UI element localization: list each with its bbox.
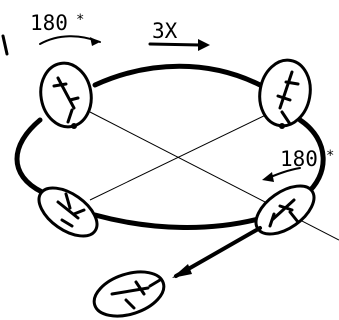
output-arrow: [172, 228, 260, 278]
disc-bottom-left: [31, 178, 106, 245]
rotate-right-degree-mark: *: [326, 148, 334, 164]
disc-output: [89, 264, 170, 320]
arrowhead-icon: [198, 39, 210, 51]
arrowhead-icon: [262, 172, 274, 182]
disc-top-left: [36, 59, 96, 131]
rotate-left-label: 180: [30, 11, 68, 35]
rotate-left-arrow: [40, 36, 100, 46]
rotate-left-degree-mark: *: [76, 12, 84, 28]
arrowhead-icon: [172, 264, 192, 278]
loop-left-arc: [17, 120, 42, 192]
diagonal-line-b: [90, 112, 272, 200]
repeat-label: 3X: [152, 19, 178, 43]
disc-top-right: [255, 56, 316, 130]
rotate-right-label: 180: [280, 147, 318, 171]
loop-bottom-arc: [95, 215, 262, 227]
arrowhead-icon: [90, 37, 100, 46]
edge-mark-icon: [3, 36, 7, 54]
loop-top-arc: [95, 66, 260, 85]
